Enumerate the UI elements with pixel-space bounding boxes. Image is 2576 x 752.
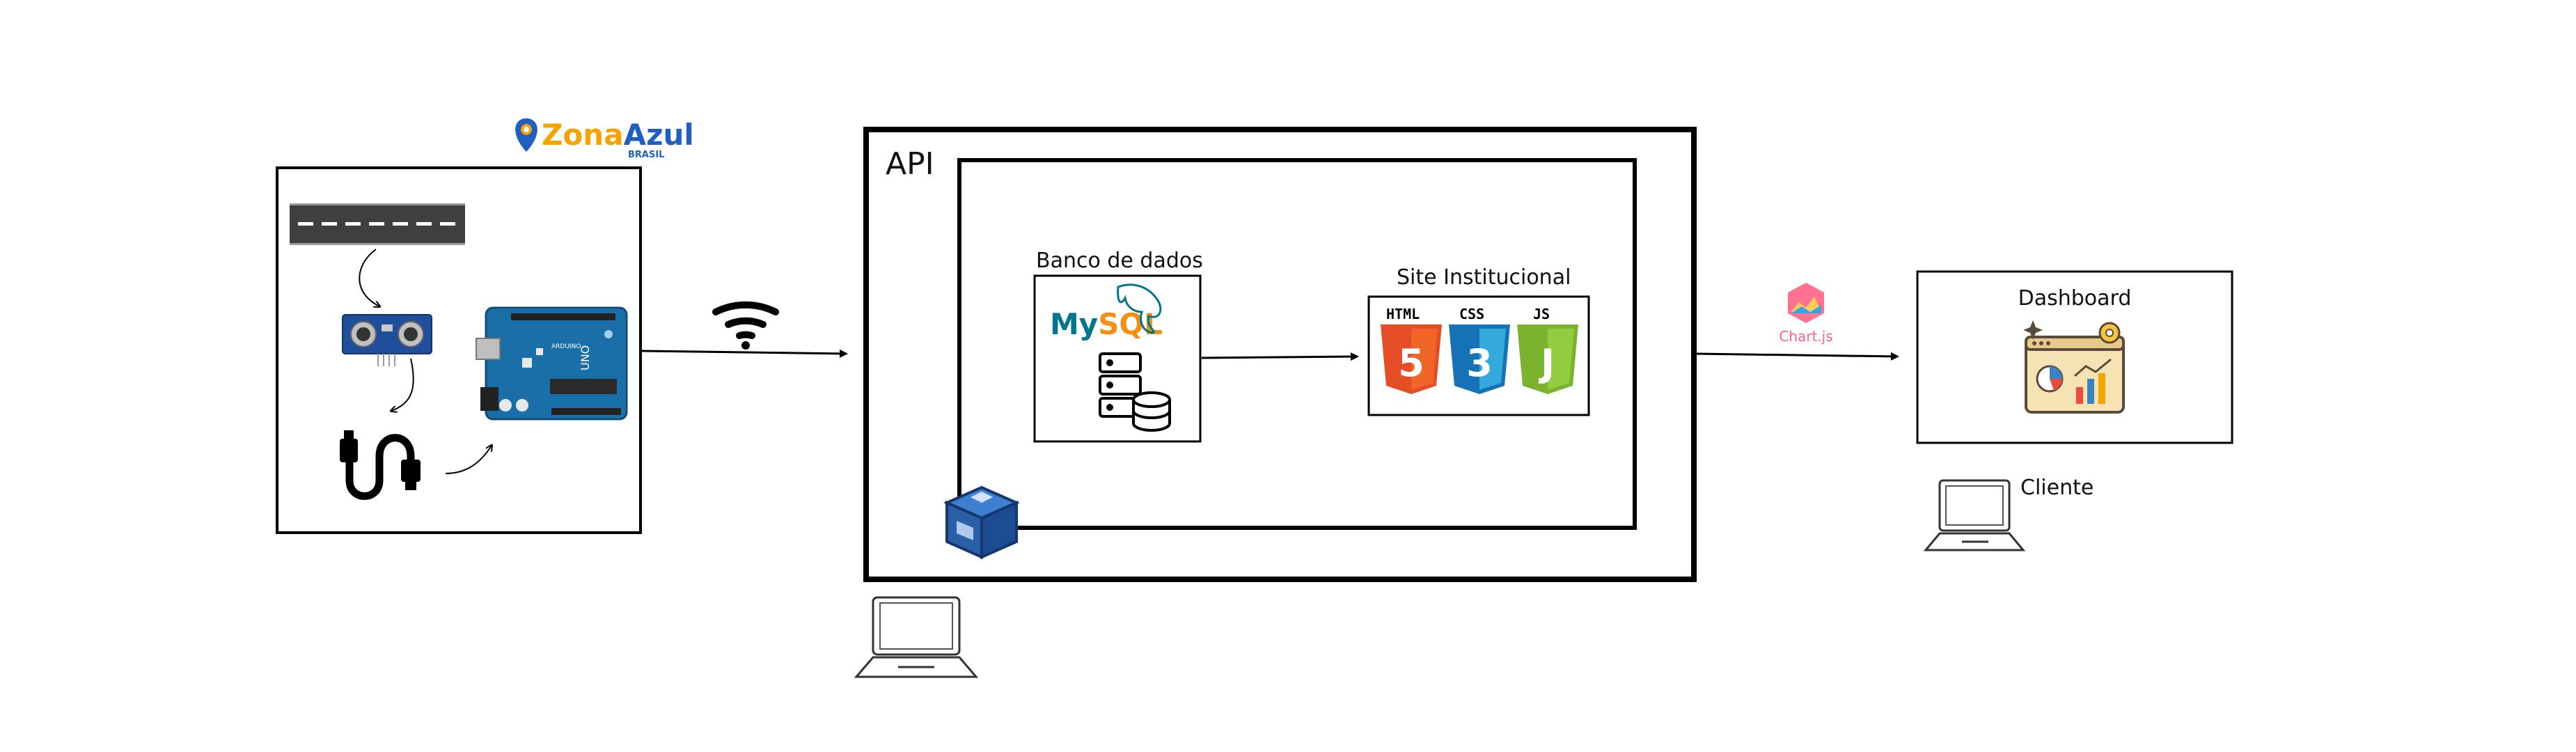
mysql-part2: SQL <box>1098 307 1163 341</box>
dashboard-box <box>1916 270 2233 444</box>
chartjs-label: Chart.js <box>1779 328 1832 345</box>
api-label: API <box>886 146 934 182</box>
arrow-hardware-api <box>641 349 848 358</box>
js-name: JS <box>1533 306 1550 322</box>
database-label: Banco de dados <box>1036 249 1203 273</box>
database-box <box>1033 274 1202 443</box>
arrow-db-site <box>1201 352 1359 361</box>
mysql-part1: My <box>1050 307 1098 341</box>
css3-number: 3 <box>1466 341 1493 385</box>
svg-text:ZonaAzul: ZonaAzul <box>542 118 694 152</box>
svg-text:MySQL: MySQL <box>1050 307 1163 341</box>
html5-number: 5 <box>1398 341 1424 385</box>
road-icon <box>290 203 465 245</box>
css3-icon: CSS 3 <box>1449 306 1510 394</box>
html5-name: HTML <box>1386 306 1420 322</box>
wifi-icon <box>712 301 779 350</box>
js-icon: JS J <box>1517 306 1578 394</box>
html5-icon: HTML 5 <box>1381 306 1442 394</box>
connector-road-sensor <box>359 249 379 306</box>
dashboard-label: Dashboard <box>2018 286 2132 311</box>
laptop-icon <box>854 596 979 678</box>
inner-box <box>957 158 1637 530</box>
js-number: J <box>1538 341 1555 385</box>
arduino-uno-text: UNO <box>579 345 592 370</box>
dolphin-icon <box>1117 283 1162 334</box>
api-box <box>863 127 1697 582</box>
client-label: Cliente <box>2020 476 2094 500</box>
location-pin-icon <box>515 118 537 152</box>
connector-cable-arduino <box>445 446 492 474</box>
arduino-brand-text: ARDUINO <box>551 343 581 350</box>
hardware-box <box>276 166 642 534</box>
mysql-logo: MySQL <box>1050 283 1163 341</box>
connector-sensor-cable <box>391 358 414 411</box>
database-server-icon <box>1099 352 1171 432</box>
usb-cable-icon <box>340 430 421 500</box>
arrow-api-dashboard <box>1695 352 1899 361</box>
dashboard-icon <box>2023 320 2125 414</box>
arduino-board-icon: UNO ARDUINO <box>476 306 628 421</box>
site-label: Site Institucional <box>1397 265 1571 290</box>
virtualbox-icon <box>943 485 1020 560</box>
site-box <box>1367 295 1590 416</box>
client-laptop-icon <box>1923 479 2026 551</box>
logo-part1: Zona <box>542 118 624 152</box>
logo-part2: Azul <box>624 118 694 152</box>
css3-name: CSS <box>1459 306 1484 322</box>
chartjs-logo: Chart.js <box>1779 283 1833 345</box>
ultrasonic-sensor-icon <box>342 314 432 366</box>
zonaazul-logo: ZonaAzul BRASIL <box>515 118 694 160</box>
logo-sub: BRASIL <box>628 150 664 160</box>
